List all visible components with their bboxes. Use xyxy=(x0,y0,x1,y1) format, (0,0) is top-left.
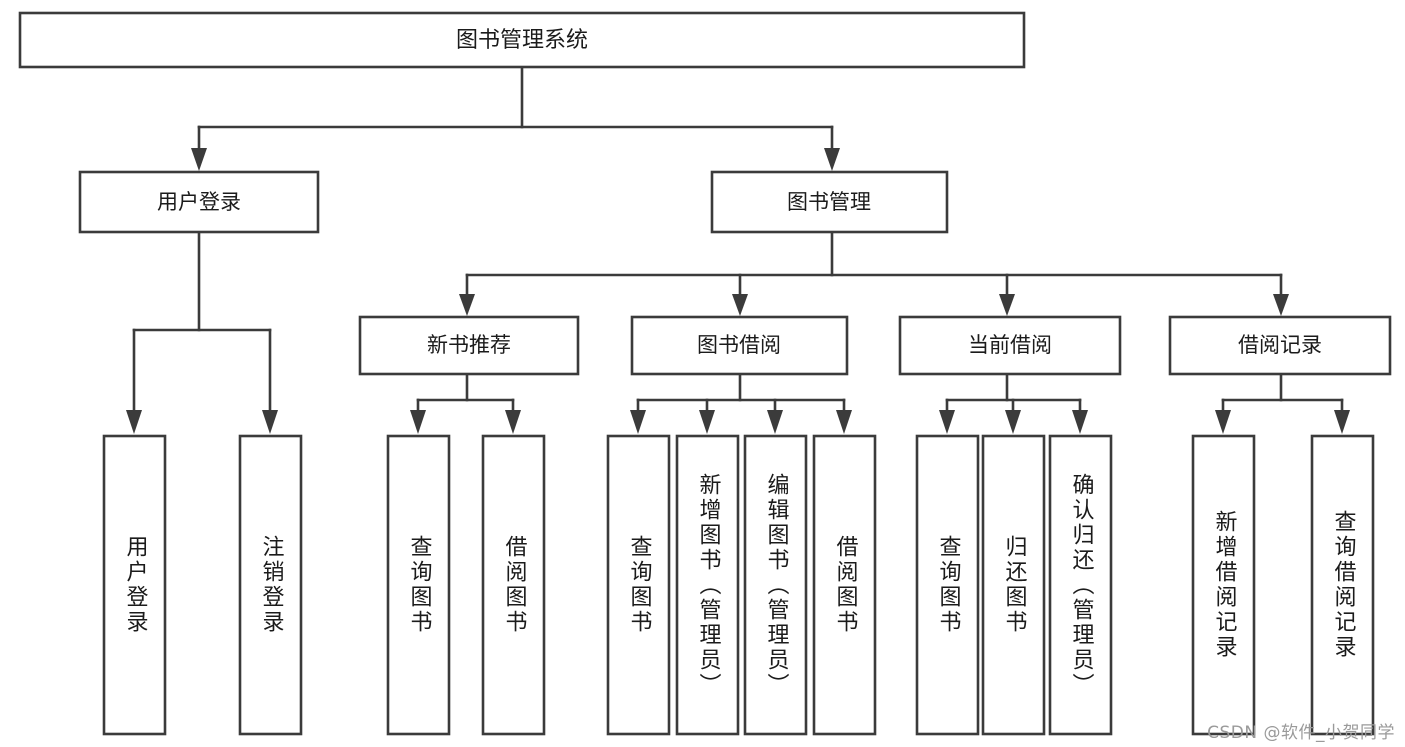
arrowhead-new-book-recommend xyxy=(459,294,475,316)
leaf-query-record-box[interactable] xyxy=(1310,434,1375,736)
leaf-query-book-2-box[interactable] xyxy=(606,434,671,736)
node-book-manage[interactable]: 图书管理 xyxy=(710,170,949,234)
node-root-label: 图书管理系统 xyxy=(456,28,588,53)
connectors-book-manage-level3 xyxy=(459,230,1289,316)
leaf-user-login-box[interactable] xyxy=(102,434,167,736)
node-borrow-record[interactable]: 借阅记录 xyxy=(1168,315,1392,376)
arrowhead-leaf-borrow-book-2 xyxy=(836,410,852,434)
node-new-book-recommend-label: 新书推荐 xyxy=(427,333,511,357)
arrowhead-leaf-confirm-return xyxy=(1072,410,1088,434)
connectors-user-login-leaves xyxy=(126,230,278,434)
arrowhead-leaf-query-book-1 xyxy=(410,410,426,434)
node-borrow-record-label: 借阅记录 xyxy=(1238,333,1322,357)
leaf-add-record-box[interactable] xyxy=(1191,434,1256,736)
node-new-book-recommend-box[interactable] xyxy=(358,315,580,376)
node-user-login-label: 用户登录 xyxy=(157,190,241,214)
node-current-borrow[interactable]: 当前借阅 xyxy=(898,315,1122,376)
leaf-confirm-return-box[interactable] xyxy=(1048,434,1113,736)
arrowhead-leaf-borrow-book-1 xyxy=(505,410,521,434)
leaf-borrow-book-2-box[interactable] xyxy=(812,434,877,736)
connectors-borrow-record-leaves xyxy=(1215,372,1350,434)
node-root-box[interactable] xyxy=(18,11,1026,69)
node-book-borrow-box[interactable] xyxy=(630,315,849,376)
connectors-current-borrow-leaves xyxy=(939,372,1088,434)
arrowhead-borrow-record xyxy=(1273,294,1289,316)
arrowhead-book-borrow xyxy=(732,294,748,316)
leaf-edit-book-box[interactable] xyxy=(743,434,808,736)
arrowhead-leaf-query-record xyxy=(1334,410,1350,434)
arrowhead-leaf-query-book-2 xyxy=(630,410,646,434)
arrowhead-leaf-add-book xyxy=(699,410,715,434)
arrowhead-user-login xyxy=(191,148,207,171)
arrowhead-leaf-logout-login xyxy=(262,410,278,434)
leaf-query-book-3-box[interactable] xyxy=(915,434,980,736)
arrowhead-book-manage xyxy=(824,148,840,171)
node-current-borrow-box[interactable] xyxy=(898,315,1122,376)
node-user-login-box[interactable] xyxy=(78,170,320,234)
leaf-boxes xyxy=(102,434,1375,736)
arrowhead-current-borrow xyxy=(999,294,1015,316)
leaf-return-book-box[interactable] xyxy=(981,434,1046,736)
arrowhead-leaf-user-login xyxy=(126,410,142,434)
arrowhead-leaf-add-record xyxy=(1215,410,1231,434)
node-book-borrow[interactable]: 图书借阅 xyxy=(630,315,849,376)
arrowhead-leaf-query-book-3 xyxy=(939,410,955,434)
connectors-book-borrow-leaves xyxy=(630,372,852,434)
leaf-query-book-1-box[interactable] xyxy=(386,434,451,736)
connectors-new-book-leaves xyxy=(410,372,521,434)
node-new-book-recommend[interactable]: 新书推荐 xyxy=(358,315,580,376)
leaf-logout-login-box[interactable] xyxy=(238,434,303,736)
node-user-login[interactable]: 用户登录 xyxy=(78,170,320,234)
leaf-borrow-book-1-box[interactable] xyxy=(481,434,546,736)
node-current-borrow-label: 当前借阅 xyxy=(968,333,1052,357)
node-root[interactable]: 图书管理系统 xyxy=(18,11,1026,69)
leaf-add-book-box[interactable] xyxy=(675,434,740,736)
node-book-manage-box[interactable] xyxy=(710,170,949,234)
arrowhead-leaf-return-book xyxy=(1005,410,1021,434)
node-book-manage-label: 图书管理 xyxy=(787,190,871,214)
connectors-root-level2 xyxy=(191,65,840,171)
node-book-borrow-label: 图书借阅 xyxy=(697,333,781,357)
csdn-watermark: CSDN @软件_小贺同学 xyxy=(1207,723,1395,743)
node-borrow-record-box[interactable] xyxy=(1168,315,1392,376)
arrowhead-leaf-edit-book xyxy=(767,410,783,434)
